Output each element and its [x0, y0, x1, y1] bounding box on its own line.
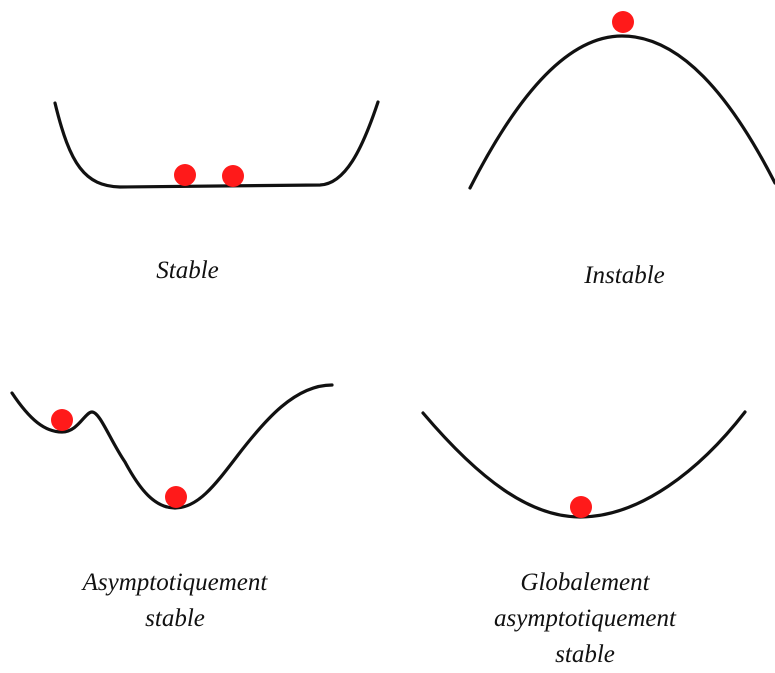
caption-global-line-2: asymptotiquement — [440, 601, 730, 637]
global-ball — [570, 496, 592, 518]
instable-ball — [612, 11, 634, 33]
caption-asymptotically-stable-line-2: stable — [40, 601, 310, 637]
caption-instable: Instable — [552, 258, 697, 294]
instable-hill-curve — [470, 36, 775, 188]
caption-globally-asymptotically-stable: Globalement asymptotiquement stable — [440, 565, 730, 673]
panel-globally-asymptotically-stable — [423, 412, 745, 518]
panel-instable — [470, 11, 775, 188]
stable-ball-right — [222, 165, 244, 187]
caption-stable: Stable — [120, 253, 255, 289]
asymptotic-ball-local-minimum — [51, 409, 73, 431]
caption-asymptotically-stable-line-1: Asymptotiquement — [40, 565, 310, 601]
panel-asymptotically-stable — [12, 385, 332, 508]
caption-instable-line-1: Instable — [552, 258, 697, 294]
asymptotic-ball-global-minimum — [165, 486, 187, 508]
caption-global-line-1: Globalement — [440, 565, 730, 601]
panel-stable — [55, 102, 378, 187]
stable-flat-well-curve — [55, 102, 378, 187]
caption-global-line-3: stable — [440, 637, 730, 673]
stable-ball-left — [174, 164, 196, 186]
caption-asymptotically-stable: Asymptotiquement stable — [40, 565, 310, 637]
caption-stable-line-1: Stable — [120, 253, 255, 289]
